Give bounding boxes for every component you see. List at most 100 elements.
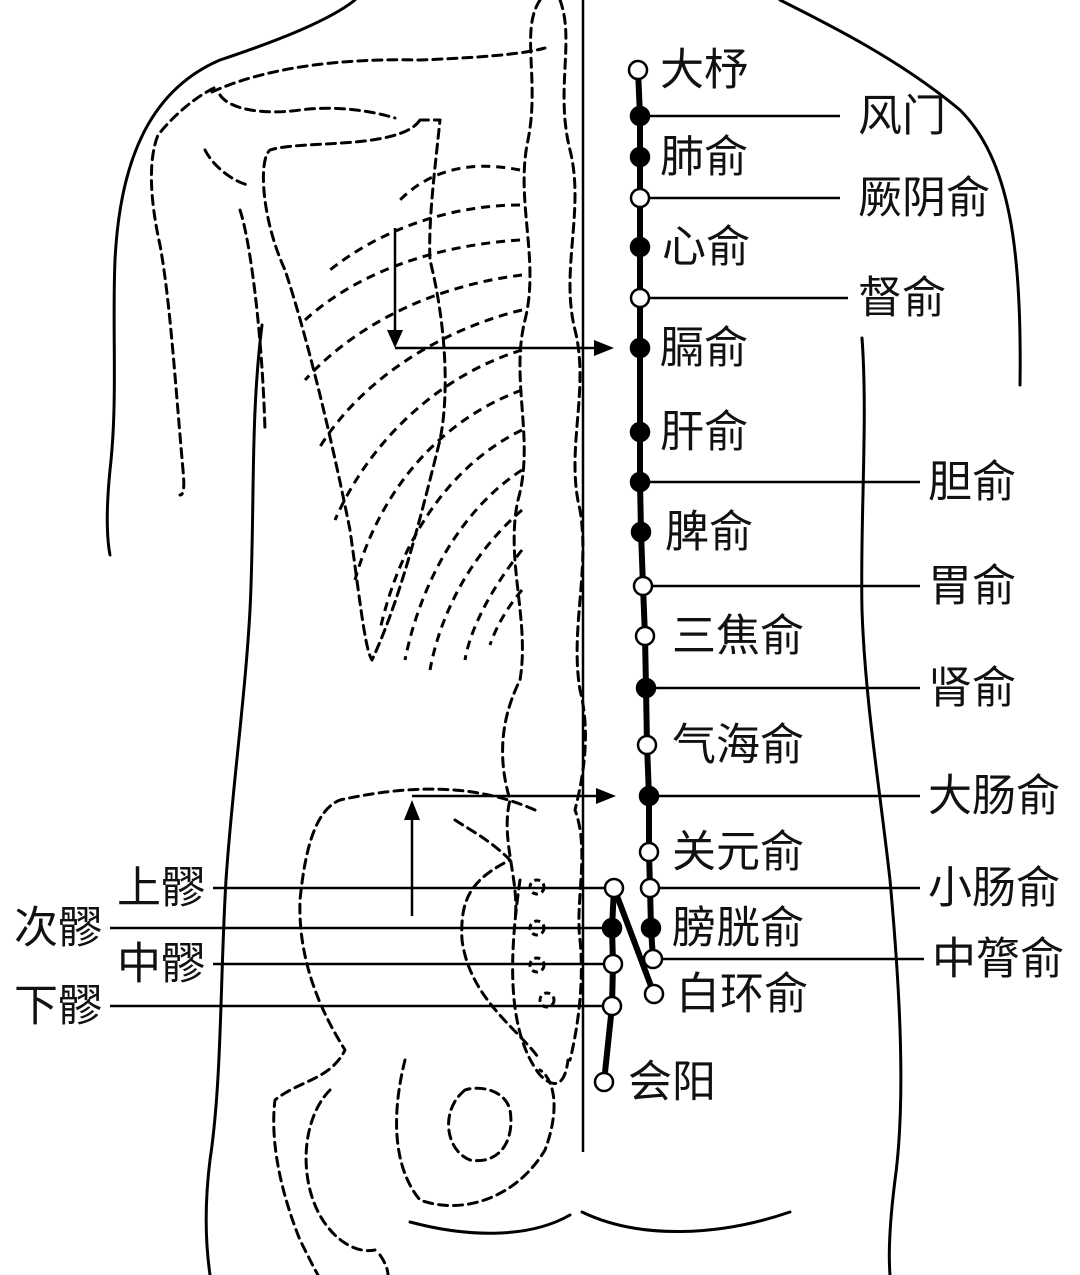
acupoint-label: 肝俞 [660, 407, 748, 458]
acupoint-geshu: 膈俞 [629, 323, 748, 374]
spine-left-edge [501, 0, 542, 922]
rib [378, 428, 523, 631]
acupoint-marker-open [629, 187, 651, 209]
acupoint-pishu: 脾俞 [630, 507, 753, 558]
acupoint-label: 下髎 [14, 981, 102, 1032]
acupoint-marker-filled [630, 521, 652, 543]
acupoint-label: 大杼 [660, 45, 748, 96]
acupoint-jueyinshu: 厥阴俞 [629, 173, 990, 224]
acupoint-marker-filled [601, 917, 623, 939]
acupoint-label: 小肠俞 [928, 863, 1060, 914]
humerus [238, 208, 267, 432]
acupoint-marker-filled [635, 677, 657, 699]
clavicle [210, 46, 547, 94]
meridian-line-connector [611, 885, 657, 997]
acupoint-marker-filled [629, 105, 651, 127]
acupoint-marker-open [643, 983, 665, 1005]
arrow-head [404, 800, 420, 820]
left-shoulder-outline [105, 0, 357, 557]
femur-head [304, 1088, 377, 1253]
acupoint-marker-open [593, 1071, 615, 1093]
acupoint-label: 胆俞 [928, 457, 1016, 508]
femur-shaft [378, 1253, 390, 1275]
acupoint-shenshu: 肾俞 [635, 663, 1016, 714]
acupoint-label: 白环俞 [676, 969, 808, 1020]
acupoint-marker-filled [629, 471, 651, 493]
acupoint-xiaochangshu: 小肠俞 [639, 863, 1060, 914]
acupoint-marker-open [639, 877, 661, 899]
pubis-outline [395, 1058, 556, 1208]
acupoint-danshu: 胆俞 [629, 457, 1016, 508]
acupoint-marker-open [632, 575, 654, 597]
acupoint-label: 次髎 [14, 903, 102, 954]
acupoint-label: 气海俞 [672, 720, 804, 771]
arrow-head [387, 330, 403, 348]
rib [316, 308, 523, 451]
acupoint-marker-filled [629, 421, 651, 443]
acupoint-label: 膈俞 [660, 323, 748, 374]
acupoint-marker-open [634, 625, 656, 647]
acupoint-marker-filled [629, 337, 651, 359]
rib [403, 468, 523, 661]
shoulder-joint [149, 86, 216, 497]
acupoint-marker-open [601, 995, 623, 1017]
scapula-outline [261, 118, 447, 662]
acupoint-dachangshu: 大肠俞 [638, 771, 1060, 822]
acupoint-xinshu: 心俞 [629, 222, 750, 273]
acupoint-label: 心俞 [662, 222, 750, 273]
ilium-inner [453, 818, 542, 1062]
rib [329, 203, 521, 272]
acupoint-pangguangshu: 膀胱俞 [640, 903, 804, 954]
acupoint-dazhu: 大杼 [627, 45, 748, 96]
obturator-foramen [447, 1086, 513, 1163]
rib [303, 273, 523, 382]
acupoint-fengmen: 风门 [629, 91, 946, 142]
acupoint-ganshu: 肝俞 [629, 407, 748, 458]
acupoint-marker-open [638, 841, 660, 863]
acupoint-weishu: 胃俞 [632, 561, 1016, 612]
right-shoulder-outline [778, 0, 1022, 387]
acupoint-shangliao: 上髎 [117, 863, 625, 914]
acupoint-dushu: 督俞 [629, 273, 946, 324]
rib [398, 164, 521, 202]
acupoint-zhongliao: 中髎 [117, 939, 624, 990]
ribs [303, 164, 524, 671]
acupoint-marker-open [602, 953, 624, 975]
acupoint-marker-filled [640, 917, 662, 939]
acupoint-ciliao: 次髎 [14, 903, 623, 954]
right-flank-outline [860, 336, 903, 1275]
sacrum-outline [511, 878, 570, 1085]
acupoint-label: 风门 [858, 91, 946, 142]
rib [303, 238, 521, 322]
ilium-outline [272, 787, 537, 1275]
acupoint-label: 会阳 [628, 1057, 716, 1108]
rib [333, 348, 523, 521]
right-buttock-fold [580, 1210, 792, 1234]
left-flank-outline [204, 323, 264, 1275]
acupoint-label: 胃俞 [928, 561, 1016, 612]
arrow-head [596, 788, 616, 804]
acupoint-label: 脾俞 [665, 507, 753, 558]
acupoint-label: 三焦俞 [672, 611, 804, 662]
rib [353, 388, 523, 581]
acupoint-label: 膀胱俞 [672, 903, 804, 954]
spine-right-edge [558, 0, 587, 1062]
acupoints: 大杼风门肺俞厥阴俞心俞督俞膈俞肝俞胆俞脾俞胃俞三焦俞肾俞气海俞大肠俞关元俞小肠俞… [14, 45, 1064, 1108]
rib [428, 508, 523, 671]
reference-arrows [387, 228, 616, 916]
acupoint-marker-filled [629, 236, 651, 258]
acupoint-label: 上髎 [117, 863, 205, 914]
acupoint-marker-open [636, 734, 658, 756]
acupoint-marker-open [642, 948, 664, 970]
rib [488, 589, 524, 646]
acupoint-guanyuanshu: 关元俞 [638, 827, 804, 878]
body-outline [105, 0, 1022, 1275]
acupoint-zhonglvshu: 中膂俞 [642, 934, 1064, 985]
left-buttock-fold [408, 1213, 572, 1235]
acupoint-marker-filled [629, 146, 651, 168]
acupoint-label: 关元俞 [672, 827, 804, 878]
arrow-head [594, 340, 614, 356]
acupoint-qihaishu: 气海俞 [636, 720, 804, 771]
acupoint-label: 中膂俞 [932, 934, 1064, 985]
